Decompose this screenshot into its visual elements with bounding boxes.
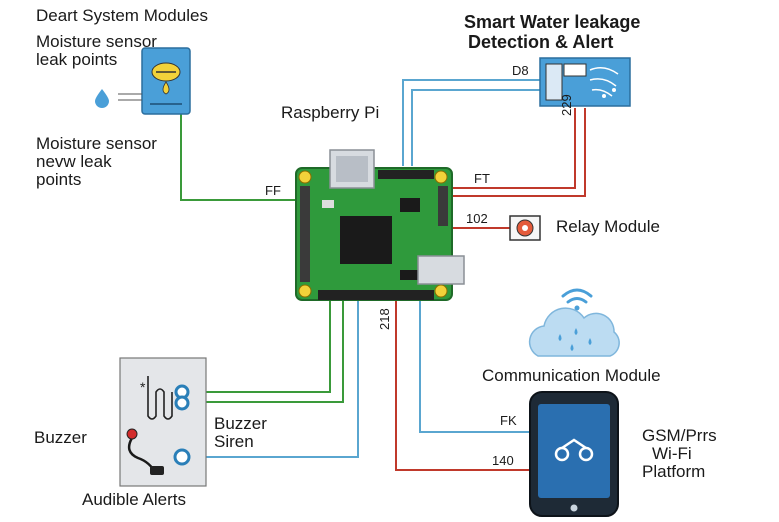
pin-label-218: 218 [377, 308, 392, 330]
buzzer-coil [147, 376, 173, 420]
buzzer-siren-line2: Siren [214, 432, 254, 451]
wire-red-ft-1 [450, 108, 576, 189]
pin-label-102: 102 [466, 211, 488, 226]
wires [180, 79, 586, 471]
wifi-icon [561, 288, 593, 311]
communication-module-label: Communication Module [482, 366, 661, 385]
platform-line3: Platform [642, 462, 706, 481]
wire-green-buzzer-2 [193, 300, 344, 403]
wire-blue-phone [419, 300, 530, 433]
buzzer-label: Buzzer [34, 428, 87, 447]
cloud-icon [528, 307, 620, 357]
audible-alerts-label: Audible Alerts [82, 490, 186, 509]
moisture-sensor-b-line1: Moisture sensor [36, 134, 157, 153]
wire-blue-d8-inner [411, 89, 540, 166]
moisture-sensor-a-line1: Moisture sensor [36, 32, 157, 51]
moisture-sensor [118, 47, 191, 115]
water-leak-sensor [539, 57, 631, 107]
relay-module-label: Relay Module [556, 217, 660, 236]
svg-text:*: * [140, 379, 146, 395]
pin-label-ff: FF [265, 183, 281, 198]
moisture-sensor-b-line3: points [36, 170, 82, 189]
buzzer-panel: * [119, 357, 207, 487]
wire-red-phone [395, 300, 530, 471]
phone-device [529, 391, 619, 517]
connection-icon [554, 438, 594, 462]
buzzer-siren-line1: Buzzer [214, 414, 267, 433]
wire-blue-siren [193, 300, 359, 458]
wire-red-ft-2 [450, 108, 586, 197]
pin-label-d8: D8 [512, 63, 529, 78]
title-line1: Smart Water leakage [464, 12, 641, 32]
moisture-sensor-b-line2: nevw leak [36, 152, 112, 171]
platform-line2: Wi-Fi [652, 444, 692, 463]
relay-module [509, 215, 541, 241]
raspberry-pi-label: Raspberry Pi [281, 103, 380, 122]
wire-blue-d8-outer [402, 79, 540, 166]
pin-label-fk: FK [500, 413, 517, 428]
pin-label-ft: FT [474, 171, 490, 186]
raspberry-pi-board [295, 149, 465, 301]
wire-green-sensor [180, 112, 298, 201]
wire-green-buzzer-1 [193, 300, 331, 393]
water-drop-icon [95, 89, 109, 108]
pin-label-229: 229 [559, 94, 574, 116]
title-line2: Detection & Alert [468, 32, 614, 52]
pin-label-140: 140 [492, 453, 514, 468]
moisture-sensor-a-line2: leak points [36, 50, 118, 69]
system-modules-label: Deart System Modules [36, 6, 208, 25]
platform-line1: GSM/Prrs [642, 426, 717, 445]
